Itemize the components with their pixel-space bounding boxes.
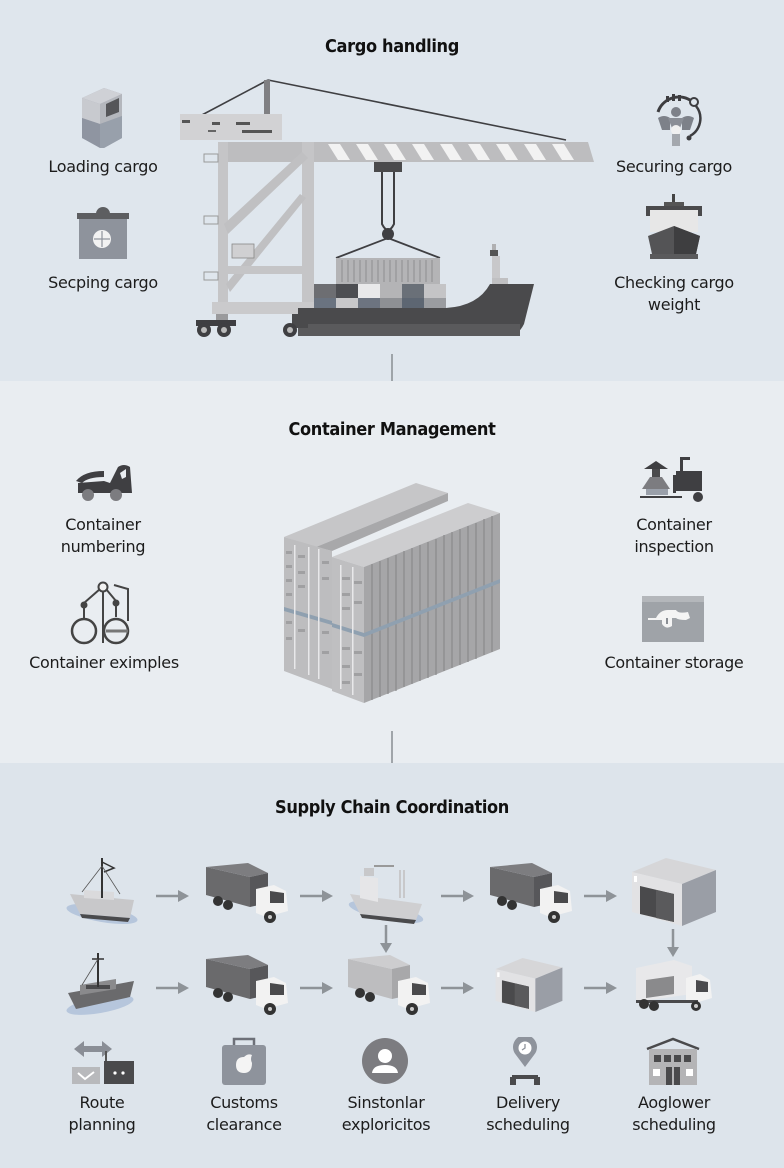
label-line: Delivery (495, 1093, 560, 1112)
flow-arrow-right (300, 887, 334, 906)
locked-bin-icon (76, 206, 130, 260)
section-title-container-management: Container Management (288, 419, 496, 440)
team-gear-icon (648, 92, 704, 148)
tow-truck-icon (74, 463, 136, 503)
section-title-supply-chain: Supply Chain Coordination (275, 797, 509, 818)
flow-arrow-right (156, 979, 190, 998)
flow-arrow-right (441, 887, 475, 906)
dark-truck-icon (488, 863, 574, 925)
cargo-handling-section: Cargo handling Loading cargo Secping car… (0, 0, 784, 398)
label-line: scheduling (632, 1115, 716, 1134)
storage-box-icon (642, 596, 704, 642)
cargo-ship-icon (346, 858, 428, 928)
gantry-crane-illustration (178, 74, 598, 344)
warehouse-icon (494, 956, 564, 1014)
label-checking-cargo-weight: Checking cargo weight (596, 272, 752, 316)
label-line: clearance (206, 1115, 282, 1134)
label-line: planning (68, 1115, 136, 1134)
label-line: scheduling (486, 1115, 570, 1134)
light-truck-icon (346, 955, 432, 1017)
label-container-storage: Container storage (604, 653, 744, 672)
label-line: numbering (60, 537, 146, 556)
label-route-planning: Route planning (42, 1092, 162, 1136)
label-line: Sinstonlar (347, 1093, 425, 1112)
fishing-ship-icon (64, 856, 144, 928)
label-line: inspection (634, 537, 714, 556)
ship-icon (644, 192, 704, 262)
label-line: exploricitos (341, 1115, 431, 1134)
warehouse-icon (630, 856, 718, 928)
label-line: Route (79, 1093, 125, 1112)
dark-truck-icon (204, 955, 290, 1017)
label-line: Container (65, 515, 141, 534)
flow-arrow-right (156, 887, 190, 906)
label-container-numbering: Container numbering (30, 514, 176, 558)
label-line: Customs (210, 1093, 278, 1112)
label-line: Aoglower (638, 1093, 710, 1112)
label-securing-cargo: Securing cargo (616, 157, 732, 176)
label-loading-cargo: Loading cargo (48, 157, 158, 176)
flow-arrow-down (667, 929, 679, 963)
label-customs-clearance: Customs clearance (184, 1092, 304, 1136)
small-boat-icon (64, 951, 140, 1017)
customs-bag-icon (222, 1037, 266, 1085)
label-line: Container (636, 515, 712, 534)
label-secping-cargo: Secping cargo (48, 273, 158, 292)
person-circle-icon (361, 1037, 409, 1085)
stacked-containers-illustration (282, 481, 504, 703)
flatbed-truck-icon (634, 958, 714, 1014)
flow-arrow-right (584, 887, 618, 906)
building-icon (645, 1037, 701, 1085)
label-container-eximples: Container eximples (29, 653, 179, 672)
label-line: Checking cargo (614, 273, 734, 292)
section-title-cargo-handling: Cargo handling (325, 36, 459, 57)
inspection-station-icon (640, 457, 708, 505)
label-container-inspection: Container inspection (600, 514, 748, 558)
label-line: weight (647, 295, 701, 314)
scale-balance-icon (70, 581, 136, 647)
supply-chain-section: Supply Chain Coordination (0, 763, 784, 1168)
label-aoglower-scheduling: Aoglower scheduling (614, 1092, 734, 1136)
flow-arrow-right (300, 979, 334, 998)
label-sinstonlar-exploricitos: Sinstonlar exploricitos (326, 1092, 446, 1136)
flow-arrow-down (380, 925, 392, 959)
flow-arrow-right (441, 979, 475, 998)
cargo-box-icon (76, 86, 130, 150)
label-delivery-scheduling: Delivery scheduling (468, 1092, 588, 1136)
container-management-section: Container Management Container numbering (0, 381, 784, 775)
dark-truck-icon (204, 863, 290, 925)
flow-arrow-right (584, 979, 618, 998)
route-icon (72, 1039, 134, 1085)
location-clock-icon (508, 1037, 542, 1087)
